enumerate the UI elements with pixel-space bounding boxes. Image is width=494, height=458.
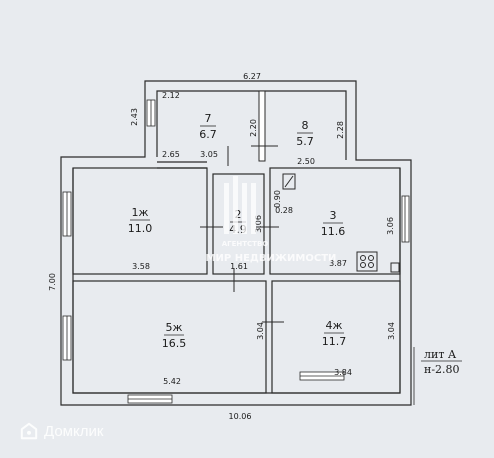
dim-vestibule-height: 2.43	[130, 108, 139, 126]
walls	[60, 80, 412, 406]
partition-7-8	[258, 90, 266, 162]
dim-total-width: 10.06	[229, 412, 252, 421]
room3-number: 3	[330, 209, 337, 222]
literal-block: лит А н-2.80	[413, 347, 462, 405]
room2-wall	[212, 173, 265, 275]
room7-area: 6.7	[199, 128, 217, 141]
windows	[62, 99, 410, 404]
dim-vestibule-width: 2.12	[162, 91, 180, 100]
agency-logo-icon	[224, 176, 256, 234]
room1-wall	[72, 167, 208, 275]
dim-heater: 0.90	[273, 190, 282, 208]
room4-wall	[271, 280, 401, 394]
room1-number: 1ж	[132, 206, 149, 219]
room4-area: 11.7	[322, 335, 347, 348]
dimension-labels: 6.27 2.12 2.43 2.65 3.05 2.20 2.28 2.50 …	[48, 72, 396, 421]
dim-room5-width: 5.42	[163, 377, 181, 386]
outer-wall	[60, 80, 412, 406]
dim-room8-width: 2.50	[297, 157, 315, 166]
dim-room3-height: 3.06	[386, 217, 395, 235]
dim-corridor-width: 1.61	[230, 262, 248, 271]
doors	[200, 145, 284, 323]
extension-inner-wall	[156, 90, 347, 160]
watermark-line2: МИР НЕДВИЖИМОСТИ	[206, 253, 337, 264]
room5-number: 5ж	[166, 321, 183, 334]
room8-number: 8	[302, 119, 309, 132]
brand-name: Домклик	[44, 422, 104, 440]
room3-area: 11.6	[321, 225, 346, 238]
dim-room5-height: 3.04	[256, 322, 265, 340]
room8-area: 5.7	[296, 135, 314, 148]
stove-icon	[356, 251, 378, 272]
agency-watermark: АГЕНТСТВО МИР НЕДВИЖИМОСТИ	[206, 176, 337, 264]
room3-wall	[269, 167, 401, 275]
room5-area: 16.5	[162, 337, 187, 350]
sink-icon	[390, 262, 400, 273]
dim-room7-inner-width: 3.05	[200, 150, 218, 159]
room4-number: 4ж	[326, 319, 343, 332]
dim-total-depth: 7.00	[48, 273, 57, 291]
dim-room3-width: 3.87	[329, 259, 347, 268]
dim-room2-height: 3.06	[254, 215, 263, 233]
literal-height: н-2.80	[424, 363, 460, 376]
brand-watermark: Домклик	[20, 422, 103, 440]
dim-room4-width: 3.84	[334, 368, 352, 377]
dim-room8-height: 2.28	[336, 121, 345, 139]
dim-room4-height: 3.04	[387, 322, 396, 340]
window-room3	[401, 195, 410, 243]
room7-number: 7	[205, 112, 212, 125]
dim-room1-width: 3.58	[132, 262, 150, 271]
dim-vestibule-bottom: 2.65	[162, 150, 180, 159]
watermark-line1: АГЕНТСТВО	[222, 240, 269, 248]
dim-room2-to-room3: 0.28	[275, 206, 293, 215]
room5-wall	[72, 280, 267, 394]
heater-icon	[282, 173, 296, 190]
dim-top-width: 6.27	[243, 72, 261, 81]
domklik-logo-icon	[20, 422, 38, 440]
dim-room7-height: 2.20	[249, 119, 258, 137]
literal-name: лит А	[424, 348, 457, 361]
room1-area: 11.0	[128, 222, 153, 235]
